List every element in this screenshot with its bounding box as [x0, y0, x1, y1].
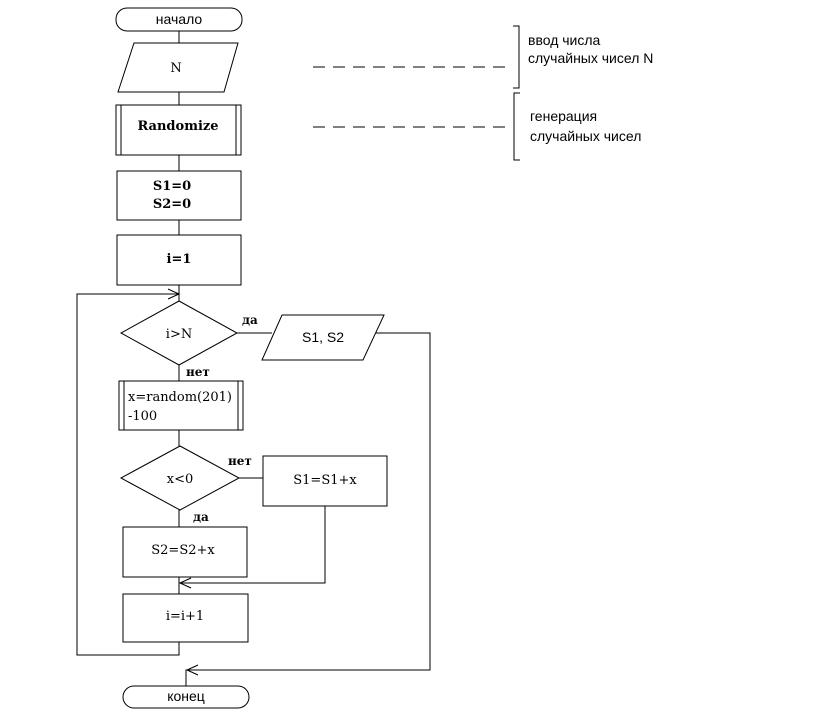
random-value-line2: -100 — [128, 409, 157, 424]
loop-decision-label: i>N — [166, 327, 192, 342]
random-value-line1: x=random(201) — [128, 390, 232, 405]
input-comment-line2: случайных чисел N — [528, 50, 653, 66]
sign-yes-label: да — [193, 510, 209, 524]
arrowheads — [167, 288, 199, 676]
init-s1-label: S1=0 — [153, 179, 191, 194]
end-terminal: конец — [122, 685, 250, 709]
random-value-block: x=random(201) -100 — [118, 380, 244, 431]
random-comment-line2: случайных чисел — [530, 128, 641, 144]
init-i-block: i=1 — [116, 234, 242, 286]
input-comment-line1: ввод числа — [528, 32, 601, 48]
randomize-block: Randomize — [115, 104, 242, 156]
sign-decision: x<0 нет да — [119, 445, 252, 524]
init-i-label: i=1 — [167, 252, 192, 267]
randomize-label: Randomize — [137, 119, 218, 134]
loop-no-label: нет — [186, 365, 210, 379]
start-terminal: начало — [115, 7, 243, 32]
loop-yes-label: да — [242, 313, 258, 327]
sign-no-label: нет — [228, 454, 252, 468]
input-label: N — [170, 61, 181, 76]
output-label: S1, S2 — [302, 329, 344, 345]
end-label: конец — [167, 688, 205, 704]
flow-connectors — [76, 31, 431, 686]
input-block: N — [117, 42, 239, 93]
input-comment: ввод числа случайных чисел N — [313, 25, 653, 89]
increment-block: i=i+1 — [122, 593, 249, 643]
sign-decision-label: x<0 — [167, 472, 194, 487]
init-s2-label: S2=0 — [153, 197, 191, 212]
random-comment-line1: генерация — [530, 108, 597, 124]
s2-update-block: S2=S2+x — [122, 526, 248, 578]
loop-decision: i>N да нет — [119, 300, 258, 379]
init-sums-block: S1=0 S2=0 — [116, 170, 242, 221]
output-block: S1, S2 — [261, 314, 385, 361]
s1-update-block: S1=S1+x — [262, 455, 388, 507]
s1-update-label: S1=S1+x — [293, 473, 357, 488]
random-comment: генерация случайных чисел — [313, 92, 641, 161]
increment-label: i=i+1 — [166, 609, 204, 624]
s2-update-label: S2=S2+x — [151, 543, 215, 558]
start-label: начало — [156, 11, 203, 27]
